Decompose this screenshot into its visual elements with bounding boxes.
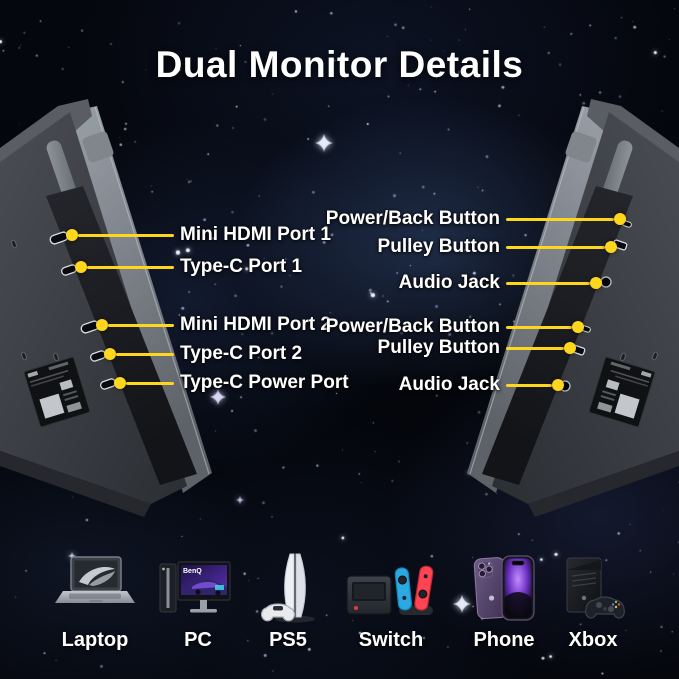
device-label: PC [184, 629, 212, 651]
callout-line [108, 323, 174, 327]
callout-dot [614, 213, 626, 225]
callout-dot [564, 342, 576, 354]
callout-dot [96, 319, 108, 331]
switch-icon [343, 550, 439, 626]
callout-dot [75, 261, 87, 273]
device-label: Xbox [568, 629, 618, 651]
callout-label: Power/Back Button [325, 208, 500, 229]
callout-line [116, 352, 174, 356]
device-ps5: PS5 [236, 550, 340, 652]
device-label: Phone [473, 629, 535, 651]
monitor-right-illustration [467, 99, 679, 517]
callout-line [506, 281, 590, 285]
callout-line [506, 325, 572, 329]
callout-power-back-button-1: Power/Back Button [326, 208, 626, 230]
callout-label: Pulley Button [377, 236, 500, 257]
callout-line [126, 381, 174, 385]
laptop-icon [49, 550, 141, 626]
callout-pulley-button-1: Pulley Button [378, 236, 617, 258]
device-label: PS5 [269, 629, 307, 651]
callout-pulley-button-2: Pulley Button [378, 337, 576, 359]
device-label: Switch [358, 629, 424, 651]
device-phone: Phone [452, 550, 556, 652]
callout-type-c-port-1: Type-C Port 1 [75, 256, 302, 278]
device-xbox: Xbox [541, 550, 645, 652]
callout-line [506, 245, 605, 249]
callout-dot [552, 379, 564, 391]
callout-label: Power/Back Button [325, 316, 500, 337]
callout-dot [104, 348, 116, 360]
phone-icon [462, 550, 546, 626]
pc-icon: BenQ [152, 550, 244, 626]
callout-line [506, 383, 552, 387]
device-label: Laptop [61, 629, 129, 651]
callout-line [506, 346, 564, 350]
callout-line [506, 217, 614, 221]
callout-label: Audio Jack [398, 374, 500, 395]
monitor-left-illustration [0, 99, 212, 517]
callout-mini-hdmi-port-1: Mini HDMI Port 1 [66, 224, 331, 246]
callout-label: Type-C Power Port [180, 372, 349, 393]
callout-type-c-power-port: Type-C Power Port [114, 372, 349, 394]
callout-label: Type-C Port 1 [180, 256, 303, 277]
ps5-icon [248, 550, 328, 626]
callout-dot [605, 241, 617, 253]
callout-label: Audio Jack [398, 272, 500, 293]
callout-line [78, 233, 174, 237]
device-laptop: Laptop [43, 550, 147, 652]
callout-audio-jack-2: Audio Jack [399, 374, 564, 396]
product-label-sticker [23, 356, 91, 428]
callout-label: Type-C Port 2 [180, 343, 303, 364]
callout-dot [572, 321, 584, 333]
xbox-icon [549, 550, 637, 626]
pc-brand-text: BenQ [183, 568, 202, 575]
page-title: Dual Monitor Details [155, 44, 524, 85]
callout-mini-hdmi-port-2: Mini HDMI Port 2 [96, 314, 331, 336]
callout-power-back-button-2: Power/Back Button [326, 316, 584, 338]
callout-dot [114, 377, 126, 389]
callout-audio-jack-1: Audio Jack [399, 272, 602, 294]
callout-label: Mini HDMI Port 2 [180, 314, 331, 335]
callout-dot [66, 229, 78, 241]
callout-label: Pulley Button [377, 337, 500, 358]
callout-type-c-port-2: Type-C Port 2 [104, 343, 302, 365]
callout-line [87, 265, 174, 269]
callout-label: Mini HDMI Port 1 [180, 224, 331, 245]
callout-dot [590, 277, 602, 289]
device-switch: Switch [339, 550, 443, 652]
device-pc: BenQ PS5 PC [146, 550, 250, 652]
